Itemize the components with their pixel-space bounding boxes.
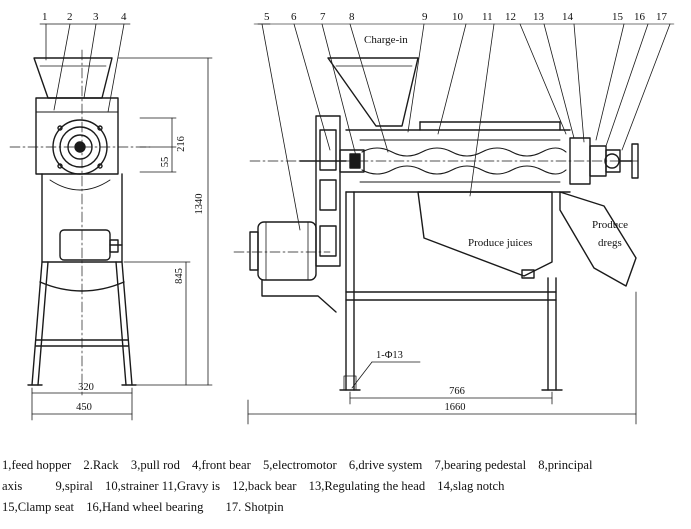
callout-17: 17 <box>656 11 668 23</box>
legend-item: 8,principal <box>538 458 593 472</box>
callout-12: 12 <box>505 11 516 23</box>
dim-1660: 1660 <box>445 402 466 413</box>
side-view-motor <box>233 221 337 313</box>
callout-15: 15 <box>612 11 624 23</box>
machine-drawing: 1 2 3 4 5 6 7 8 9 10 11 12 13 14 15 16 1… <box>9 11 675 425</box>
callout-11: 11 <box>482 11 493 23</box>
dim-320: 320 <box>78 382 94 393</box>
callout-8: 8 <box>349 11 355 23</box>
label-produce-dregs-2: dregs <box>598 237 622 249</box>
label-produce-juices: Produce juices <box>468 237 532 249</box>
legend-item: axis <box>2 479 23 493</box>
legend-item: 17. Shotpin <box>225 500 284 514</box>
legend-item: 12,back bear <box>232 479 297 493</box>
dim-1340: 1340 <box>194 194 205 215</box>
callout-1: 1 <box>42 11 48 23</box>
side-view-juice-collector <box>417 191 553 277</box>
side-view-frame <box>339 191 563 391</box>
legend-item: 13,Regulating the head <box>308 479 426 493</box>
callout-3: 3 <box>93 11 99 23</box>
legend-item: 9,spiral <box>55 479 93 493</box>
side-view-dregs-chute <box>559 191 637 287</box>
callout-10: 10 <box>452 11 464 23</box>
side-view-spiral <box>361 147 567 157</box>
callout-13: 13 <box>533 11 545 23</box>
legend-line-1: 1,feed hopper 2.Rack 3,pull rod 4,front … <box>2 455 691 476</box>
side-view-drive <box>299 115 365 267</box>
dim-phi13: 1-Φ13 <box>376 350 403 361</box>
side-view-hopper <box>327 57 419 127</box>
dim-845: 845 <box>174 268 185 284</box>
dim-216: 216 <box>176 136 187 152</box>
side-view-rear-head <box>569 137 639 185</box>
dim-766: 766 <box>449 386 465 397</box>
end-view <box>9 23 213 421</box>
end-view-motor <box>59 229 111 261</box>
legend-item: 14,slag notch <box>437 479 505 493</box>
callout-2: 2 <box>67 11 73 23</box>
legend-item: 2.Rack <box>83 458 119 472</box>
side-view-barrel <box>345 121 571 193</box>
callout-16: 16 <box>634 11 646 23</box>
side-view <box>233 23 675 425</box>
legend-item: 1,feed hopper <box>2 458 72 472</box>
callout-7: 7 <box>320 11 326 23</box>
callout-14: 14 <box>562 11 574 23</box>
callout-6: 6 <box>291 11 297 23</box>
legend-item: 7,bearing pedestal <box>434 458 527 472</box>
callout-5: 5 <box>264 11 270 23</box>
dim-55: 55 <box>160 157 171 168</box>
legend-item: 4,front bear <box>192 458 251 472</box>
legend-item: 16,Hand wheel bearing <box>86 500 204 514</box>
label-charge-in: Charge-in <box>364 34 408 46</box>
legend-line-2: axis 9,spiral 10,strainer 11,Gravy is 12… <box>2 476 691 497</box>
legend-item: 15,Clamp seat <box>2 500 75 514</box>
legend-item: 3,pull rod <box>130 458 180 472</box>
label-produce-dregs-1: Produce <box>592 219 628 231</box>
parts-legend: 1,feed hopper 2.Rack 3,pull rod 4,front … <box>2 455 691 518</box>
legend-line-3: 15,Clamp seat 16,Hand wheel bearing 17. … <box>2 497 691 518</box>
callout-9: 9 <box>422 11 428 23</box>
callout-4: 4 <box>121 11 127 23</box>
legend-item: 5,electromotor <box>262 458 337 472</box>
end-view-hopper <box>33 57 113 99</box>
legend-item: 10,strainer 11,Gravy is <box>105 479 220 493</box>
legend-item: 6,drive system <box>348 458 423 472</box>
dim-450: 450 <box>76 402 92 413</box>
